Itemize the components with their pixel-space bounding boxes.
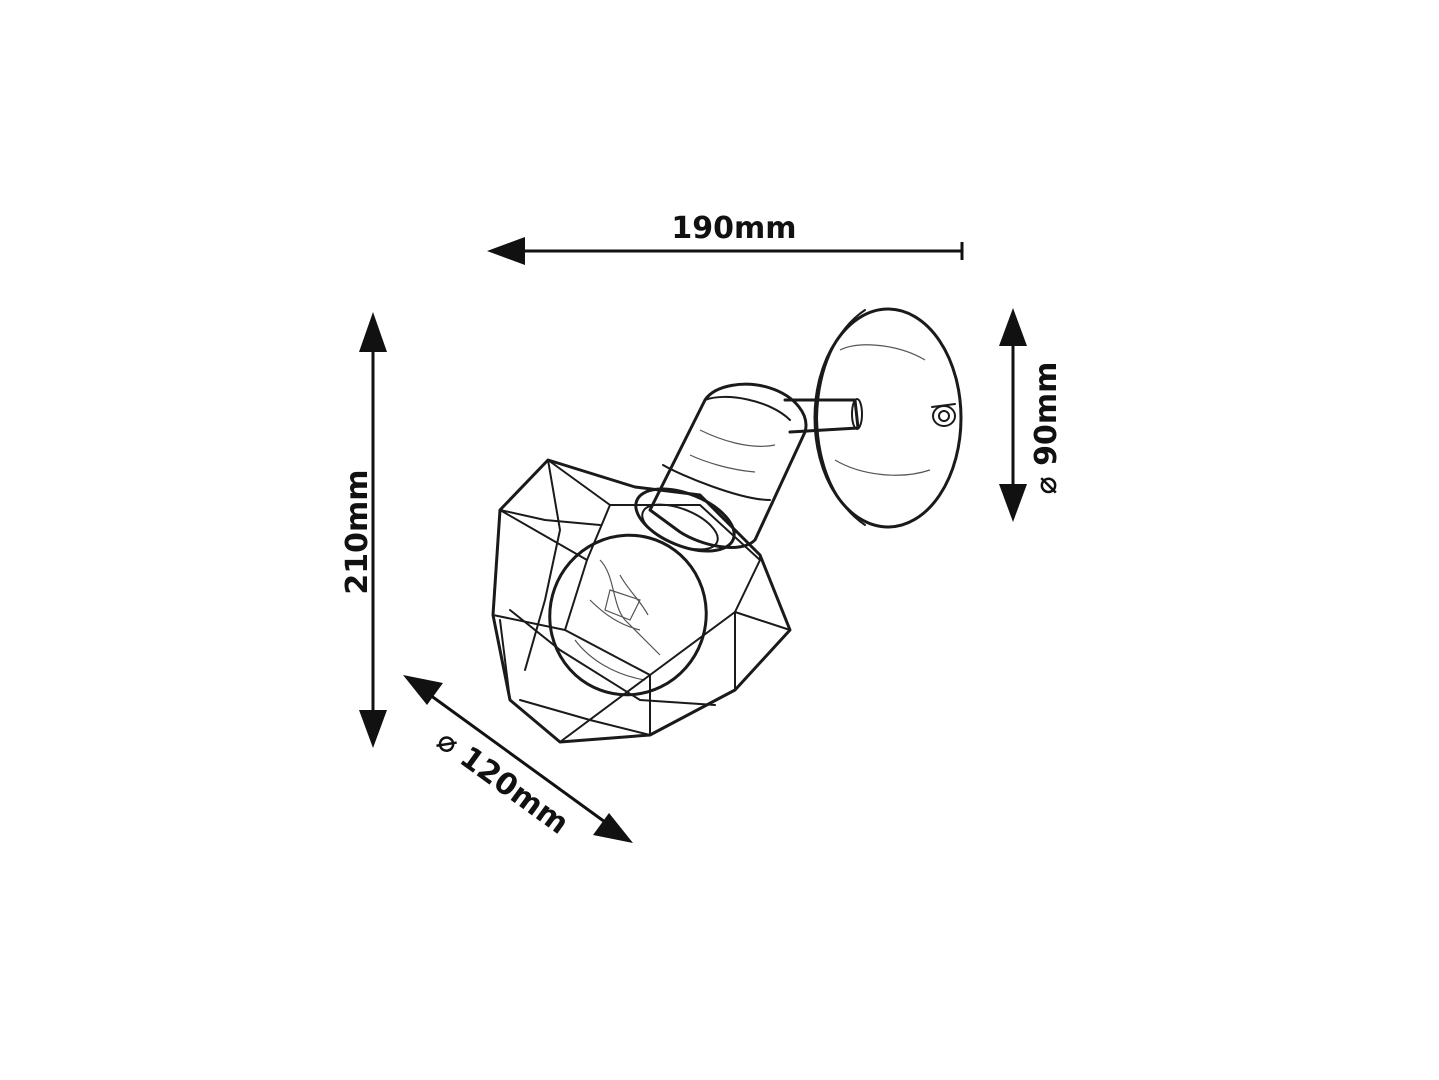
length-arrowhead (487, 237, 525, 265)
shade-diameter-label: ⌀ 120mm (430, 723, 575, 842)
shade-diameter-dimension-line (429, 693, 606, 824)
height-dimension: 210mm (340, 312, 387, 748)
base-diameter-label: ⌀ 90mm (1029, 362, 1064, 495)
height-label: 210mm (340, 469, 375, 594)
wall-lamp-illustration (491, 307, 963, 744)
height-arrowhead-top (359, 312, 387, 352)
socket-holder (648, 382, 808, 549)
light-bulb (548, 533, 708, 697)
wall-base-plate (813, 307, 963, 529)
socket-collar (634, 487, 736, 553)
shade-diameter-arrowhead-bottom (593, 813, 633, 843)
base-diameter-arrowhead-top (999, 308, 1027, 346)
wire-cage-shade (491, 458, 792, 744)
length-dimension: 190mm (487, 211, 964, 265)
shade-diameter-arrowhead-top (403, 675, 443, 705)
base-diameter-dimension: ⌀ 90mm (999, 308, 1064, 522)
length-label: 190mm (671, 211, 796, 246)
lamp-arm (783, 398, 863, 434)
shade-diameter-dimension: ⌀ 120mm (403, 675, 633, 843)
base-diameter-arrowhead-bottom (999, 484, 1027, 522)
height-arrowhead-bottom (359, 710, 387, 748)
